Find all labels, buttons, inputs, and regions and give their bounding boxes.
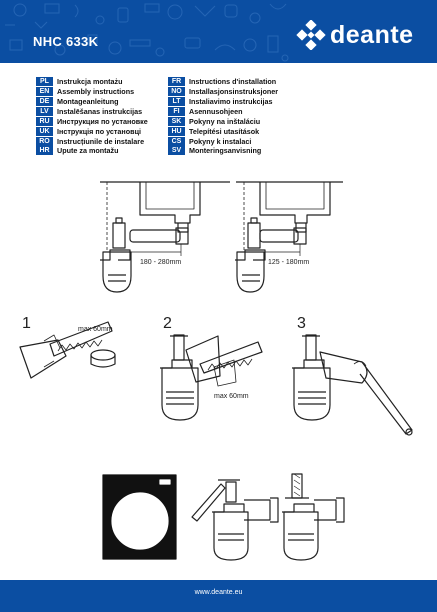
language-code: UK	[36, 126, 53, 136]
language-text: Instaliavimo instrukcijas	[189, 97, 273, 107]
language-code: RO	[36, 136, 53, 146]
language-row: HR Upute za montažu	[36, 146, 148, 156]
language-text: Инструкция по установке	[57, 116, 148, 126]
language-row: LV Instalēšanas instrukcijas	[36, 106, 148, 117]
vertical-hose-illustration	[282, 473, 345, 561]
language-text: Pokyny k instalaci	[189, 136, 252, 146]
language-code: NO	[168, 87, 185, 97]
language-text: Assembly instructions	[57, 87, 135, 97]
language-code: HR	[36, 146, 53, 156]
language-row: DE Montageanleitung	[36, 97, 148, 107]
max-label-step1: max 60mm	[78, 326, 113, 333]
language-text: Інструкція по установці	[57, 126, 141, 136]
language-code: FR	[168, 77, 185, 87]
range-label-long: 180 - 280mm	[140, 259, 181, 266]
language-text: Upute za montažu	[57, 146, 119, 156]
range-label-short: 125 - 180mm	[268, 259, 309, 266]
step1-number: 1	[22, 315, 31, 332]
language-text: Instrukcja montażu	[57, 77, 123, 87]
installation-diagrams: 180 - 280mm 125 - 180mm 1 2 3 max 60mm m…	[19, 181, 413, 561]
step2-number: 2	[163, 315, 172, 332]
language-row: EN Assembly instructions	[36, 87, 148, 97]
language-code: SV	[168, 146, 185, 156]
sink-diagram-long	[100, 181, 230, 293]
step3-illustration	[292, 334, 413, 436]
header-bar: NHC 633K deante	[0, 0, 437, 63]
language-code: CS	[168, 136, 185, 146]
language-text: Asennusohjeen	[189, 106, 243, 116]
language-row: SV Monteringsanvisning	[168, 146, 278, 156]
language-code: SK	[168, 116, 185, 126]
language-row: SK Pokyny na inštaláciu	[168, 116, 278, 127]
brand-logo: deante	[296, 20, 414, 50]
language-text: Montageanleitung	[57, 97, 119, 107]
language-row: NO Installasjonsinstruksjoner	[168, 87, 278, 97]
washing-machine-illustration	[102, 474, 177, 560]
language-text: Instalēšanas instrukcijas	[57, 106, 143, 116]
brand-name: deante	[330, 20, 414, 49]
language-text: Telepítési utasítások	[189, 126, 260, 136]
deante-logo-icon	[296, 20, 326, 50]
language-code: LV	[36, 106, 53, 116]
language-code: FI	[168, 106, 185, 116]
language-text: Pokyny na inštaláciu	[189, 116, 261, 126]
languages-left-list: PL Instrukcja montażu EN Assembly instruct…	[36, 77, 148, 156]
step2-illustration	[160, 334, 263, 421]
sink-diagram-short	[235, 181, 343, 293]
language-code: LT	[168, 97, 185, 107]
language-row: FR Instructions d'installation	[168, 77, 278, 87]
language-row: HU Telepítési utasítások	[168, 126, 278, 136]
step1-illustration	[19, 321, 116, 379]
language-code: PL	[36, 77, 53, 87]
language-row: UK Інструкція по установці	[36, 126, 148, 136]
hose-connection-illustration	[191, 479, 279, 561]
language-row: RU Инструкция по установке	[36, 116, 148, 127]
model-number: NHC 633K	[33, 34, 99, 49]
language-code: HU	[168, 126, 185, 136]
languages-right-list: FR Instructions d'installation NO Installa…	[168, 77, 278, 156]
language-row: FI Asennusohjeen	[168, 106, 278, 117]
language-text: Installasjonsinstruksjoner	[189, 87, 279, 97]
language-code: RU	[36, 116, 53, 126]
language-row: LT Instaliavimo instrukcijas	[168, 97, 278, 107]
footer-url[interactable]: www.deante.eu	[194, 589, 243, 596]
language-row: PL Instrukcja montażu	[36, 77, 148, 87]
language-text: Instrucțiunile de instalare	[57, 136, 145, 146]
language-code: DE	[36, 97, 53, 107]
language-text: Monteringsanvisning	[189, 146, 262, 156]
footer-bar: www.deante.eu	[0, 580, 437, 612]
language-code: EN	[36, 87, 53, 97]
language-row: RO Instrucțiunile de instalare	[36, 136, 148, 146]
step3-number: 3	[297, 315, 306, 332]
language-text: Instructions d'installation	[189, 77, 277, 87]
language-row: CS Pokyny k instalaci	[168, 136, 278, 146]
max-label-step2: max 60mm	[214, 393, 249, 400]
header-pattern	[5, 3, 289, 62]
